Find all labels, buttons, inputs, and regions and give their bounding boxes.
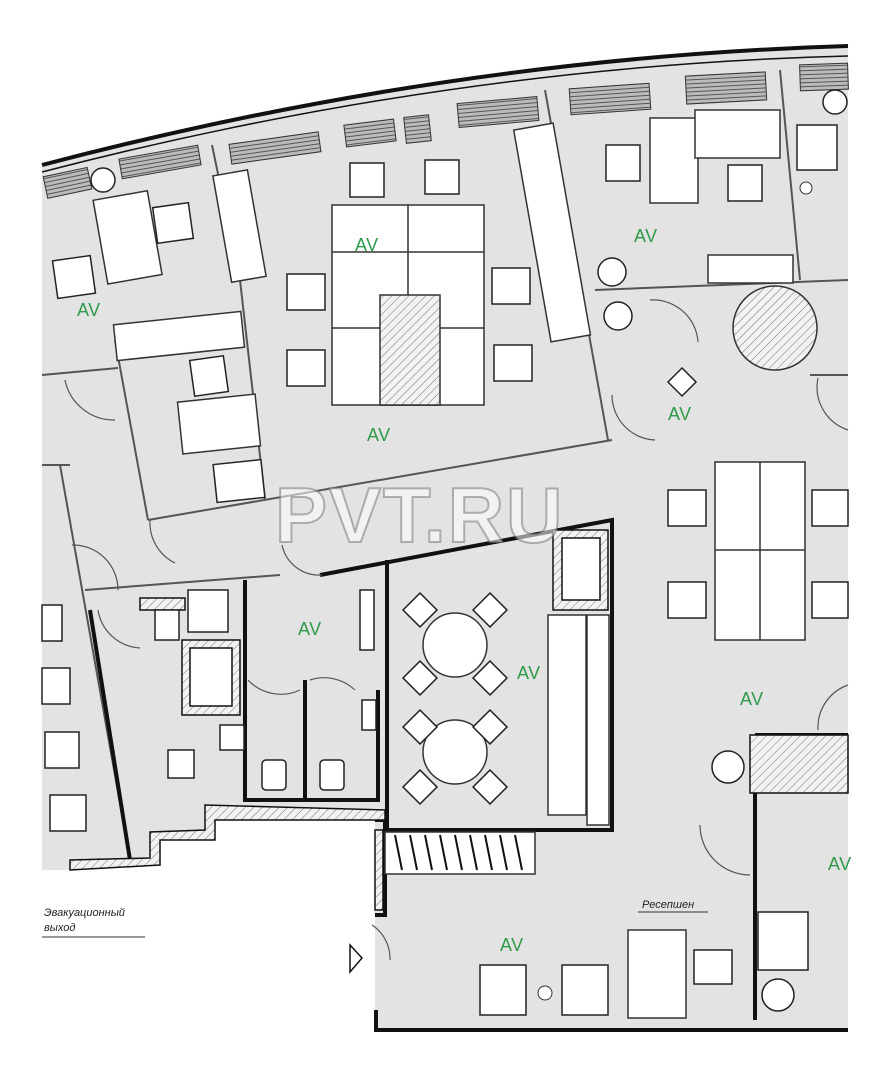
room-label-av: AV (634, 226, 658, 246)
restroom-fixtures (154, 589, 377, 791)
door-swings (64, 299, 849, 961)
room-label-av: AV (298, 619, 322, 639)
window-blinds (42, 62, 849, 199)
room-label-av: AV (740, 689, 764, 709)
bin-icon (799, 181, 813, 195)
bin-icon (537, 985, 553, 1001)
evacuation-exit-label: Эвакуационный (44, 907, 125, 919)
room-label-av: AV (828, 854, 852, 874)
reception-label: Ресепшен (642, 899, 695, 911)
room-label-av: AV (77, 300, 101, 320)
room-label-av: AV (367, 425, 391, 445)
room-label-av: AV (517, 663, 541, 683)
room-label-av: AV (355, 235, 379, 255)
floor-marker (666, 366, 698, 398)
plants (90, 89, 848, 1012)
facade-wall-inner (41, 55, 849, 173)
facade-wall (41, 44, 849, 167)
evacuation-exit-label-2: выход (44, 922, 76, 934)
desks (92, 109, 806, 1019)
room-label-av: AV (500, 935, 524, 955)
chairs (41, 124, 849, 1016)
exit-arrow-icon (349, 943, 364, 975)
stairs (394, 834, 523, 871)
room-label-av: AV (668, 404, 692, 424)
watermark: PVT.RU (274, 470, 565, 560)
round-tables (422, 285, 818, 785)
